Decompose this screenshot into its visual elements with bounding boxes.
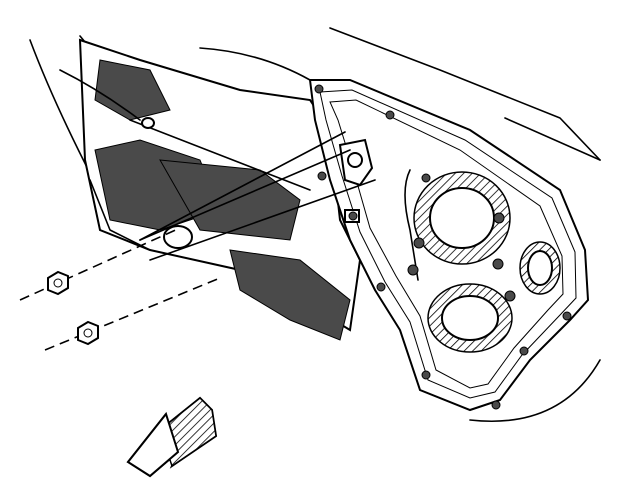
installation-paths — [19, 227, 221, 351]
front-direction-arrow-icon — [126, 396, 218, 478]
panel-bolts — [314, 84, 572, 410]
inner-door-structure — [59, 38, 362, 341]
access-opening-right — [519, 241, 561, 295]
door-panel-studs — [139, 131, 376, 261]
retaining-nut-lower — [77, 320, 99, 346]
door-module-panel — [308, 79, 590, 412]
speaker-opening-upper — [413, 171, 511, 265]
retaining-nut-upper — [47, 270, 69, 296]
speaker-opening-lower — [427, 283, 513, 353]
